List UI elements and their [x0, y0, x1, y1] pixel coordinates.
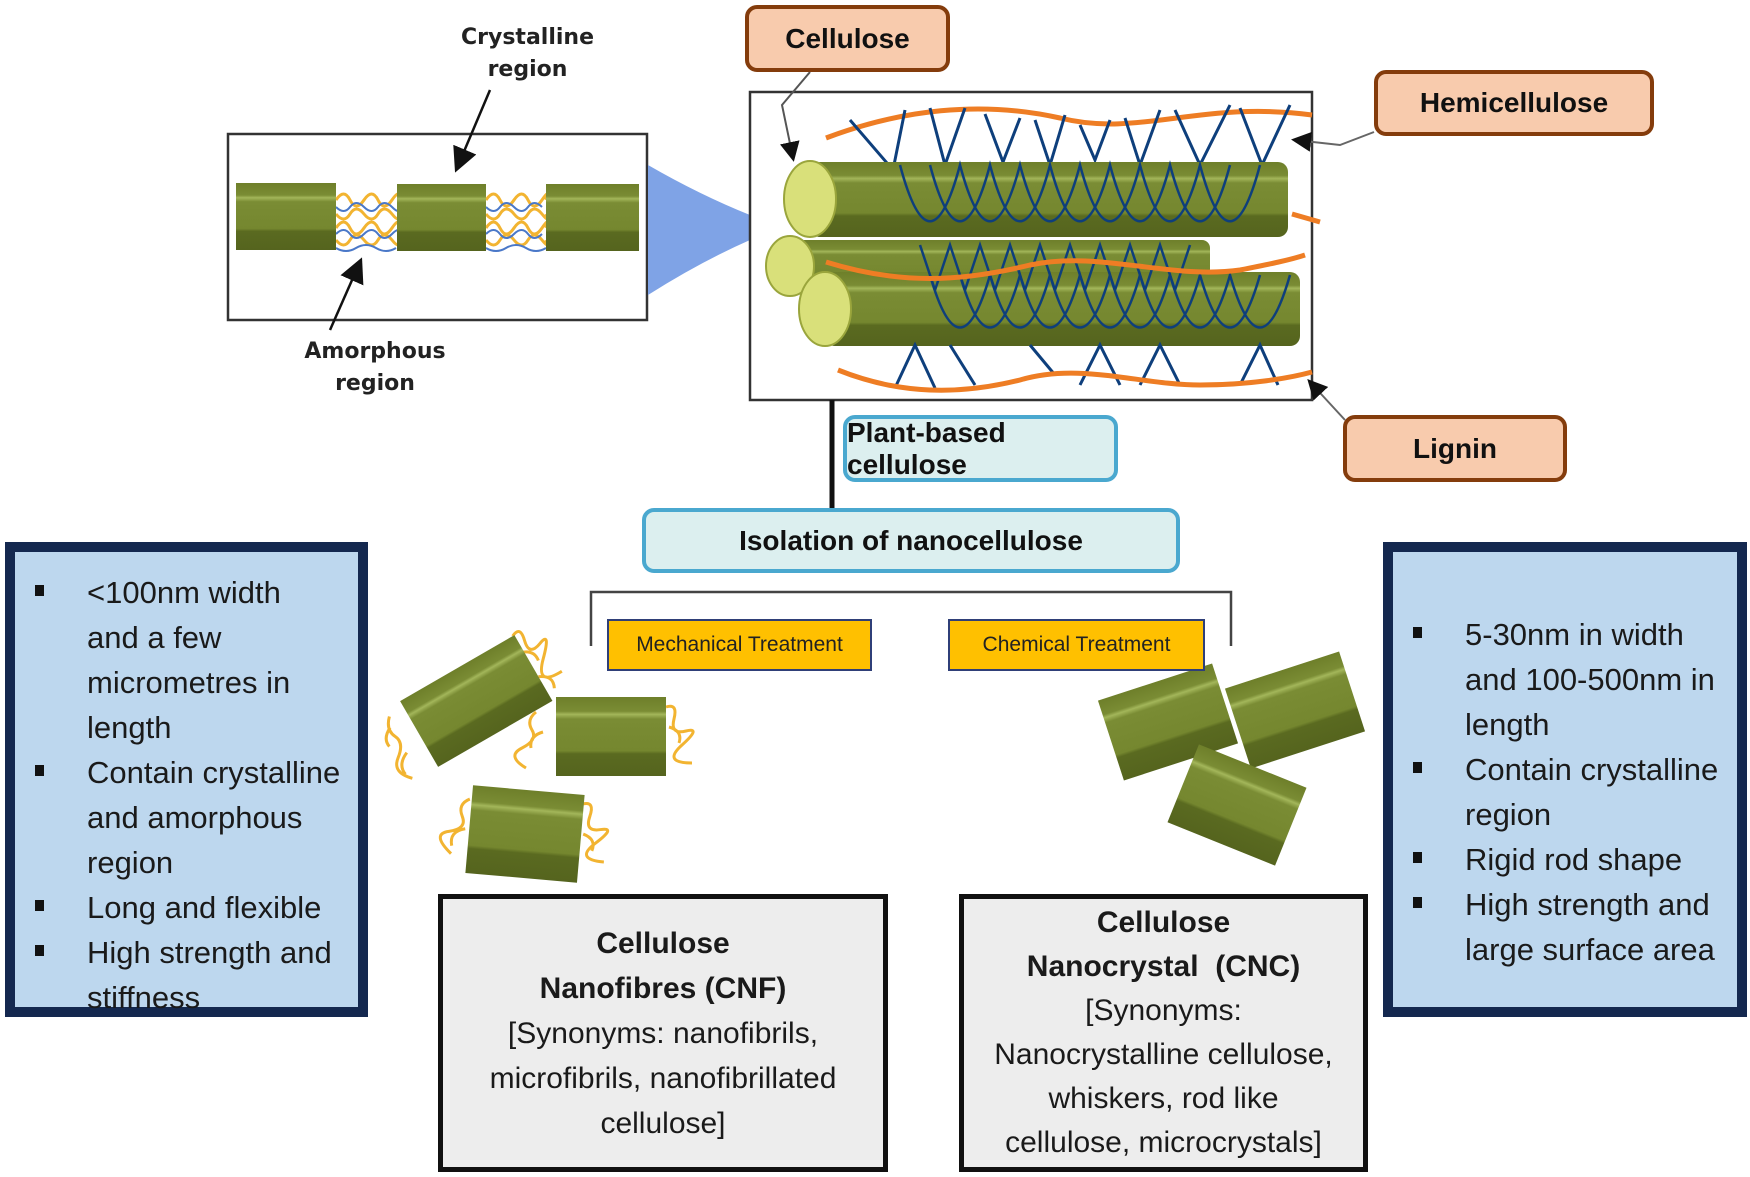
cnc-property-item: Rigid rod shape: [1393, 837, 1737, 882]
mechanical-treatment-box: Mechanical Treatment: [607, 619, 872, 671]
property-text: 5-30nm in width and 100-500nm in length: [1465, 617, 1715, 742]
property-text: Contain crystalline and amorphous region: [87, 755, 341, 880]
property-text: Long and flexible: [87, 890, 322, 925]
crystalline-arrow: [453, 89, 492, 173]
chemical-treatment-box: Chemical Treatment: [948, 619, 1205, 671]
hemicellulose-strands: [893, 341, 1280, 389]
cnf-property-item: <100nm width and a few micrometres in le…: [15, 570, 327, 750]
cnc-property-item: 5-30nm in width and 100-500nm in length: [1393, 612, 1737, 747]
cnf-property-item: High strength and stiffness: [15, 930, 358, 1020]
lignin-strand: [837, 367, 1313, 393]
property-text: <100nm width and a few micrometres in le…: [87, 575, 291, 745]
cnf-properties-panel: <100nm width and a few micrometres in le…: [5, 542, 368, 1017]
cnc-synonym-line: Nanocrystalline cellulose,: [994, 1038, 1333, 1071]
fibril-bundle-top: [783, 160, 1288, 238]
property-text: Rigid rod shape: [1465, 842, 1683, 877]
plant-based-cellulose-box: Plant-based cellulose: [843, 415, 1118, 482]
cnf-rod: [513, 697, 695, 776]
lignin-strand: [1291, 211, 1321, 225]
label-line: Crystalline: [461, 25, 594, 50]
cnc-rod: [1224, 651, 1366, 769]
cnc-property-item: Contain crystalline region: [1393, 747, 1737, 837]
lignin-strand: [825, 106, 1313, 141]
cnf-synonym-line: microfibrils, nanofibrillated: [489, 1061, 837, 1095]
cnc-title-line: Nanocrystal (CNC): [1026, 950, 1301, 983]
cnf-synonym-line: [Synonyms: nanofibrils,: [507, 1016, 819, 1050]
cnf-rod: [438, 785, 610, 883]
amorphous-arrow: [328, 257, 364, 331]
bullet-icon: [1413, 627, 1422, 638]
cnc-title-line: Cellulose: [1096, 906, 1231, 939]
property-text: Contain crystalline region: [1465, 752, 1719, 832]
bullet-icon: [35, 765, 44, 776]
hemicellulose-pointer: [1291, 131, 1375, 152]
cnf-synonym-line: cellulose]: [600, 1106, 726, 1140]
fibril-bundle-bottom: [798, 271, 1300, 347]
cnc-rod: [1167, 744, 1307, 866]
isolation-box: Isolation of nanocellulose: [642, 508, 1180, 573]
crystalline-rod: [397, 184, 486, 251]
property-text: High strength and large surface area: [1465, 887, 1715, 967]
cnf-property-item: Long and flexible: [15, 885, 358, 930]
label-line: region: [335, 371, 415, 396]
amorphous-region-label: Amorphous region: [285, 336, 465, 400]
lignin-callout: Lignin: [1343, 415, 1567, 482]
cellulose-callout: Cellulose: [745, 5, 950, 72]
cnf-property-item: Contain crystalline and amorphous region: [15, 750, 358, 885]
label-line: region: [487, 57, 568, 82]
lignin-strand: [825, 252, 1306, 281]
crystalline-rod: [236, 183, 336, 250]
crystalline-rod: [546, 184, 639, 251]
zoom-funnel: [648, 165, 750, 295]
amorphous-region-left: [334, 192, 402, 252]
cell-wall-panel: [748, 90, 1321, 402]
bullet-icon: [35, 900, 44, 911]
hemicellulose-callout: Hemicellulose: [1374, 70, 1654, 136]
cellulose-pointer: [779, 71, 811, 162]
cnc-name-box: Cellulose Nanocrystal (CNC) [Synonyms: N…: [959, 894, 1368, 1172]
treatment-bracket: [589, 590, 1233, 646]
cnc-synonym-line: [Synonyms:: [1085, 994, 1242, 1027]
cnf-title-line: Nanofibres (CNF): [539, 971, 787, 1005]
cnc-illustration: [1097, 651, 1366, 866]
label-line: Amorphous: [304, 339, 446, 364]
cnf-title-line: Cellulose: [596, 926, 730, 960]
bullet-icon: [1413, 852, 1422, 863]
property-text: High strength and stiffness: [87, 935, 332, 1015]
cnf-name-box: Cellulose Nanofibres (CNF) [Synonyms: na…: [438, 894, 888, 1172]
bullet-icon: [35, 585, 44, 596]
cnc-synonym-line: cellulose, microcrystals]: [1005, 1126, 1322, 1159]
crystalline-amorphous-panel: [226, 89, 649, 331]
cnc-synonym-line: whiskers, rod like: [1048, 1082, 1279, 1115]
bullet-icon: [35, 945, 44, 956]
cnf-rod: [384, 630, 563, 780]
amorphous-region-right: [484, 192, 549, 252]
bullet-icon: [1413, 762, 1422, 773]
cnc-property-item: High strength and large surface area: [1393, 882, 1737, 972]
cnc-properties-panel: 5-30nm in width and 100-500nm in length …: [1383, 542, 1747, 1017]
lignin-pointer: [1307, 379, 1346, 421]
bullet-icon: [1413, 897, 1422, 908]
crystalline-region-label: Crystalline region: [440, 22, 615, 86]
cnf-illustration: [384, 630, 695, 883]
